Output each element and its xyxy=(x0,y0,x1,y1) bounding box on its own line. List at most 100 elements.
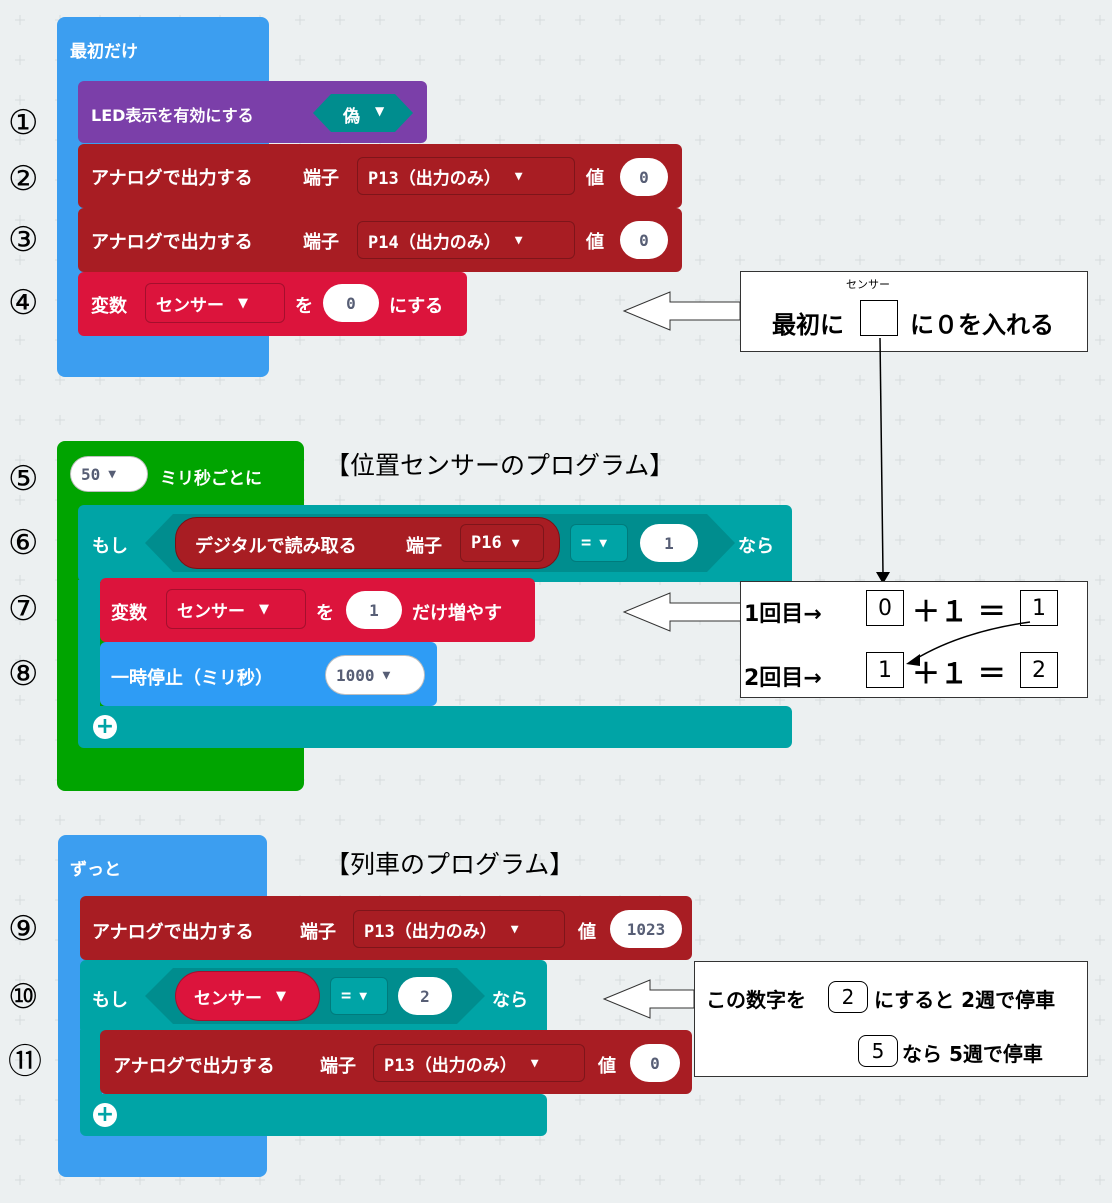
chevron-down-icon: ▼ xyxy=(511,535,520,551)
variable-dropdown[interactable]: センサー ▼ xyxy=(145,283,285,323)
step-number-7: ⑦ xyxy=(8,589,39,629)
left-arrow-icon xyxy=(622,592,743,632)
variable-dropdown-text: センサー xyxy=(156,295,224,316)
pause-dropdown[interactable]: 1000▼ xyxy=(325,655,425,695)
value-label: 値 xyxy=(598,1056,616,1077)
on-start-label: 最初だけ xyxy=(70,42,138,62)
value-input-1023[interactable]: 1023 xyxy=(610,910,682,948)
note-initial-value xyxy=(740,271,1088,352)
operator-text: = xyxy=(341,986,352,1006)
interval-label: ミリ秒ごとに xyxy=(160,469,262,489)
step-number-5: ⑤ xyxy=(8,459,39,499)
chevron-down-icon: ▼ xyxy=(599,535,608,551)
chevron-down-icon: ▼ xyxy=(510,921,519,937)
then-label: なら xyxy=(738,536,774,557)
left-arrow-icon xyxy=(622,291,741,331)
chevron-down-icon: ▼ xyxy=(108,466,117,482)
compare-value-input[interactable]: 2 xyxy=(398,977,452,1015)
led-value-dropdown[interactable]: 偽 ▼ xyxy=(313,94,413,132)
operator-dropdown[interactable]: =▼ xyxy=(570,524,628,562)
pin-dropdown-p13[interactable]: P13（出力のみ）▼ xyxy=(357,157,575,195)
row1-plus-label: ＋１ ＝ xyxy=(912,595,1006,628)
step-number-9: ⑨ xyxy=(8,909,39,949)
row1-after-box: 1 xyxy=(1020,590,1058,626)
chevron-down-icon: ▼ xyxy=(375,104,385,118)
pin-label: 端子 xyxy=(303,232,339,253)
chevron-down-icon: ▼ xyxy=(530,1055,539,1071)
train-heading: 【列車のプログラム】 xyxy=(325,850,575,879)
variable-label: 変数 xyxy=(111,603,147,624)
suru-label: にする xyxy=(389,296,444,317)
pin-dropdown-text: P13（出力のみ） xyxy=(384,1055,517,1076)
increment-input[interactable]: 1 xyxy=(346,591,402,629)
chevron-down-icon: ▼ xyxy=(259,601,269,617)
pin-dropdown-p13[interactable]: P13（出力のみ） ▼ xyxy=(353,910,565,948)
operator-text: = xyxy=(581,533,592,553)
pin-label: 端子 xyxy=(406,536,442,557)
pin-dropdown-text: P16 xyxy=(471,533,502,553)
pin-label: 端子 xyxy=(303,168,339,189)
variable-dropdown[interactable]: センサー ▼ xyxy=(166,589,306,629)
digital-read-label: デジタルで読み取る xyxy=(195,536,357,557)
operator-dropdown[interactable]: =▼ xyxy=(330,977,388,1015)
step-number-2: ② xyxy=(8,159,39,199)
value-label: 値 xyxy=(586,168,604,189)
value-label: 値 xyxy=(586,232,604,253)
interval-text: 50 xyxy=(81,464,101,484)
note3-line1-box: 2 xyxy=(828,981,868,1013)
value-input-2[interactable]: 0 xyxy=(620,221,668,259)
pin-dropdown-text: P13（出力のみ） xyxy=(368,168,501,189)
compare-value-input[interactable]: 1 xyxy=(640,524,698,562)
analog-write-label: アナログで出力する xyxy=(92,922,254,943)
variable-dropdown-text: センサー xyxy=(177,601,245,622)
value-input-1[interactable]: 0 xyxy=(620,158,668,196)
increment-label: だけ増やす xyxy=(412,603,502,624)
row2-after-box: 2 xyxy=(1020,652,1058,688)
if-block-arm xyxy=(78,580,100,710)
analog-write-label: アナログで出力する xyxy=(91,168,253,189)
value-label: 値 xyxy=(578,922,596,943)
step-number-3: ③ xyxy=(8,220,39,260)
led-value-text: 偽 xyxy=(343,107,360,127)
step-number-4: ④ xyxy=(8,283,39,323)
chevron-down-icon: ▼ xyxy=(359,988,368,1004)
pin-dropdown-p16[interactable]: P16 ▼ xyxy=(460,524,544,562)
value-input-0[interactable]: 0 xyxy=(630,1044,680,1082)
row2-label: 2回目→ xyxy=(744,666,822,691)
led-enable-label: LED表示を有効にする xyxy=(91,106,254,125)
pin-dropdown-p14[interactable]: P14（出力のみ） ▼ xyxy=(357,221,575,259)
chevron-down-icon: ▼ xyxy=(276,988,286,1004)
pin-label: 端子 xyxy=(300,922,336,943)
pin-label: 端子 xyxy=(320,1056,356,1077)
chevron-down-icon: ▼ xyxy=(514,232,523,248)
interval-dropdown[interactable]: 50 ▼ xyxy=(70,456,148,492)
row1-before-box: 0 xyxy=(866,590,904,626)
analog-write-label: アナログで出力する xyxy=(113,1056,275,1077)
chevron-down-icon: ▼ xyxy=(238,295,248,311)
note3-line2-suffix: なら 5週で停車 xyxy=(902,1042,1043,1066)
pin-dropdown-text: P14（出力のみ） xyxy=(368,232,501,253)
add-else-icon[interactable]: + xyxy=(93,1103,117,1127)
note3-line2-box: 5 xyxy=(858,1035,898,1067)
row2-plus-label: ＋１ ＝ xyxy=(912,657,1006,690)
note-initial-prefix: 最初に xyxy=(772,311,844,339)
then-label: なら xyxy=(492,990,528,1011)
connector-arrow xyxy=(876,337,890,584)
sensor-variable-dropdown[interactable]: センサー ▼ xyxy=(175,971,320,1021)
variable-dropdown-text: センサー xyxy=(194,988,262,1009)
curve-arrow xyxy=(906,621,1031,666)
if-label: もし xyxy=(92,536,128,557)
left-arrow-icon xyxy=(602,979,695,1019)
note-ruby-label: センサー xyxy=(846,278,890,291)
add-else-icon[interactable]: + xyxy=(93,715,117,739)
pause-value-text: 1000 xyxy=(336,665,375,685)
pin-dropdown-text: P13（出力のみ） xyxy=(364,921,497,942)
set-value-input[interactable]: 0 xyxy=(323,284,379,322)
row2-before-box: 1 xyxy=(866,652,904,688)
if-block-arm xyxy=(80,1030,102,1100)
note-initial-suffix: に０を入れる xyxy=(910,311,1054,339)
pause-label: 一時停止（ミリ秒） xyxy=(111,668,273,689)
analog-write-label: アナログで出力する xyxy=(91,232,253,253)
pin-dropdown-p13[interactable]: P13（出力のみ） ▼ xyxy=(373,1044,585,1082)
wo-label: を xyxy=(295,296,313,317)
